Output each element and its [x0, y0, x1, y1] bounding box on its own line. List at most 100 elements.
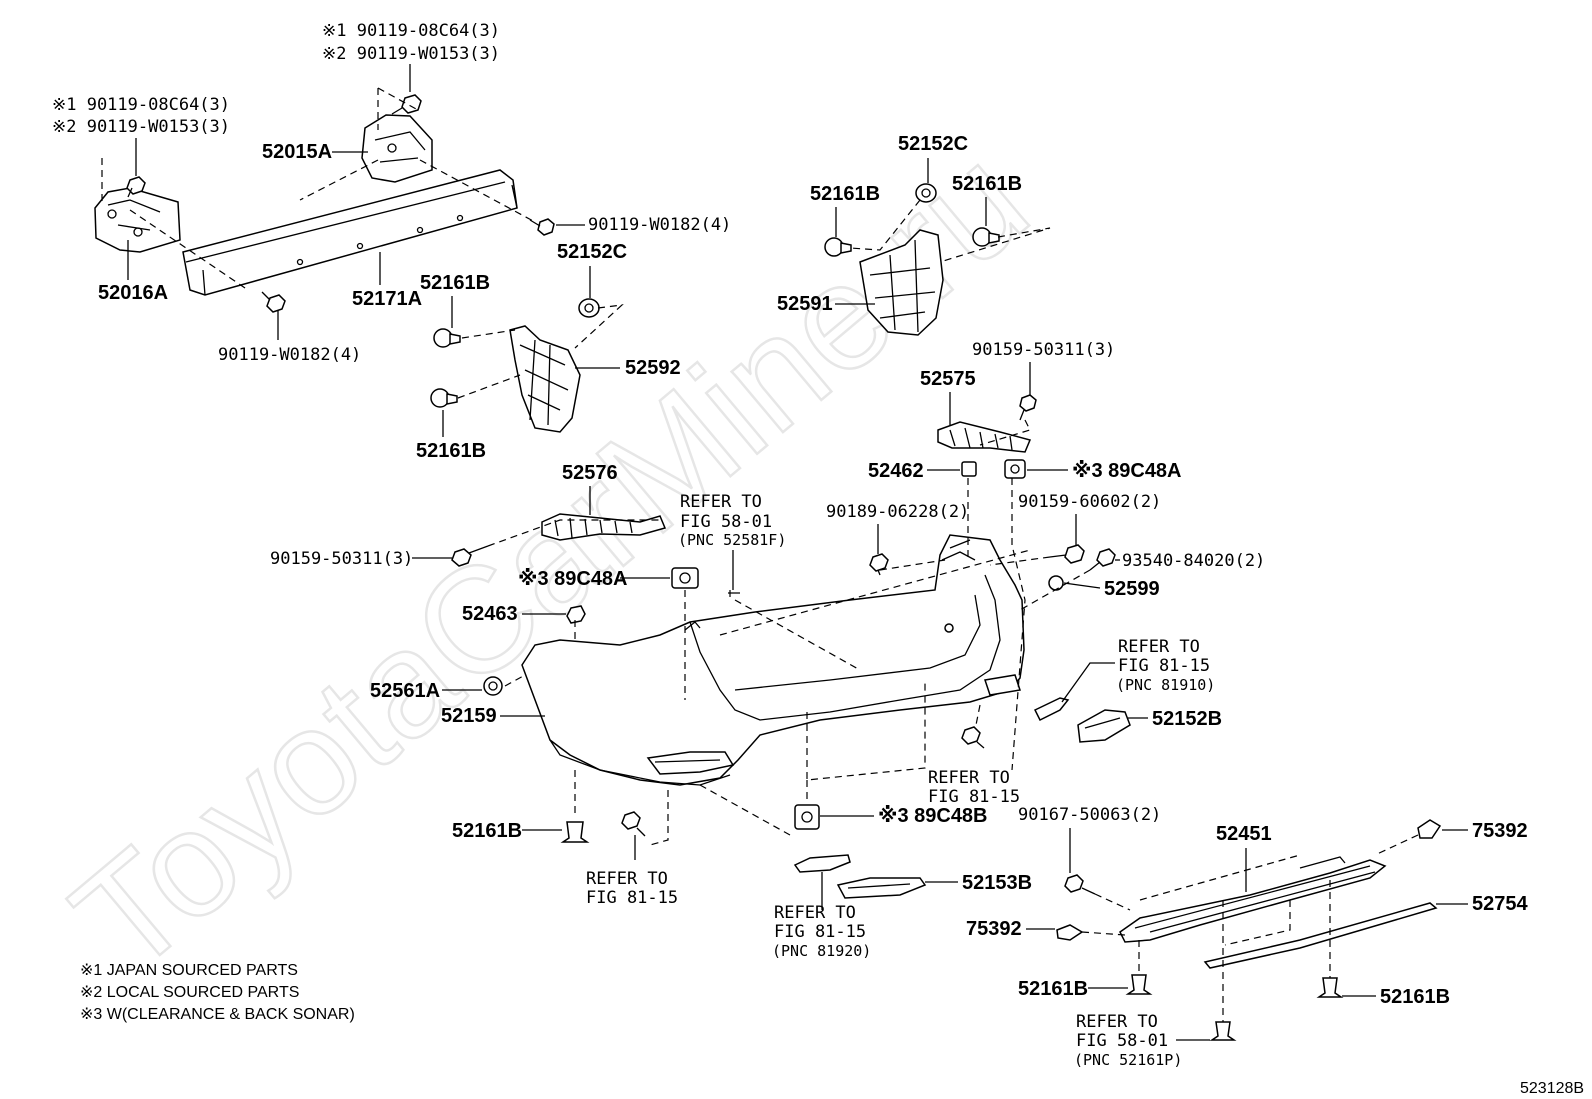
reflector-52153B[interactable] — [836, 877, 927, 899]
nut-icon — [566, 605, 586, 624]
refer-58-01-a-line2: FIG 58-01 — [680, 512, 772, 532]
label-52462: 52462 — [868, 460, 924, 482]
reflector-52152B[interactable] — [1077, 709, 1131, 743]
clip-icon — [1125, 974, 1153, 995]
label-52561A: 52561A — [370, 680, 440, 702]
label-52161B-b: 52161B — [416, 440, 486, 462]
note-clearance-sonar: ※3 W(CLEARANCE & BACK SONAR) — [80, 1006, 355, 1023]
clip-icon — [433, 328, 461, 348]
moulding-52754[interactable] — [1203, 902, 1438, 969]
bracket-right-52015A[interactable] — [361, 114, 433, 183]
clip-icon — [972, 227, 1000, 247]
refer-58-01-b-line3: (PNC 52161P) — [1074, 1051, 1182, 1069]
label-52161B-e: 52161B — [452, 820, 522, 842]
label-90119-W0182-bottom: 90119-W0182(4) — [218, 345, 361, 365]
label-52575: 52575 — [920, 368, 976, 390]
label-52016A: 52016A — [98, 282, 168, 304]
label-52591: 52591 — [777, 293, 833, 315]
lower-garnish-52451[interactable] — [1119, 856, 1387, 943]
reinforcement-beam-52171A[interactable] — [182, 169, 518, 296]
label-52592: 52592 — [625, 357, 681, 379]
label-bolt-left-jp: ※1 90119-08C64(3) — [52, 95, 230, 115]
refer-81-15-a-line2: FIG 81-15 — [1118, 656, 1210, 676]
screw-icon — [869, 553, 889, 576]
screw-icon — [451, 545, 489, 567]
side-bracket-52592[interactable] — [509, 325, 581, 433]
clip-icon — [1056, 924, 1084, 941]
label-52161B-g: 52161B — [1380, 986, 1450, 1008]
label-52015A: 52015A — [262, 141, 332, 163]
clip-icon — [1417, 819, 1442, 839]
label-75392-left: 75392 — [966, 918, 1022, 940]
label-89C48A-right: ※3 89C48A — [1072, 460, 1182, 482]
label-90167-50063: 90167-50063(2) — [1018, 805, 1161, 825]
reflector-right[interactable] — [793, 854, 851, 873]
refer-81-15-d-line3: (PNC 81920) — [772, 942, 871, 960]
screw-icon — [1064, 874, 1096, 895]
clip-nut-icon — [671, 567, 699, 589]
clip-icon — [483, 676, 503, 696]
refer-58-01-b-line1: REFER TO — [1076, 1012, 1158, 1032]
bracket-left-52016A[interactable] — [94, 187, 181, 253]
refer-81-15-c-line1: REFER TO — [586, 869, 668, 889]
clip-icon — [430, 388, 458, 408]
refer-81-15-a-line3: (PNC 81910) — [1116, 676, 1215, 694]
screw-icon — [621, 811, 646, 837]
refer-58-01-a-line1: REFER TO — [680, 492, 762, 512]
bolt-icon — [126, 176, 146, 198]
nut-icon — [1048, 575, 1064, 591]
clip-icon — [1316, 977, 1344, 998]
reflector-left[interactable] — [1033, 697, 1070, 722]
label-52576: 52576 — [562, 462, 618, 484]
screw-icon — [1019, 394, 1037, 421]
bolt-icon — [529, 218, 555, 236]
note-local-sourced: ※2 LOCAL SOURCED PARTS — [80, 984, 299, 1001]
bumper-cover-52159[interactable] — [521, 534, 1025, 786]
label-bolt-left-local: ※2 90119-W0153(3) — [52, 117, 230, 137]
nut-icon — [578, 298, 600, 318]
retainer-52575[interactable] — [937, 421, 1032, 453]
side-bracket-52591[interactable] — [859, 229, 944, 336]
bolt-icon — [391, 94, 422, 115]
clip-nut-icon — [1004, 459, 1026, 479]
label-52599: 52599 — [1104, 578, 1160, 600]
label-52152C-b: 52152C — [898, 133, 968, 155]
label-52161B-a: 52161B — [420, 272, 490, 294]
clip-nut-icon — [794, 804, 820, 830]
label-90159-50311-left: 90159-50311(3) — [270, 549, 413, 569]
label-52159: 52159 — [441, 705, 497, 727]
label-52463: 52463 — [462, 603, 518, 625]
refer-58-01-b-line2: FIG 58-01 — [1076, 1031, 1168, 1051]
screw-icon — [1049, 544, 1085, 564]
clip-icon — [824, 237, 852, 257]
label-52153B: 52153B — [962, 872, 1032, 894]
bolt-icon — [261, 291, 286, 313]
label-90159-60602: 90159-60602(2) — [1018, 492, 1161, 512]
refer-81-15-c-line2: FIG 81-15 — [586, 888, 678, 908]
label-52161B-d: 52161B — [952, 173, 1022, 195]
clip-icon — [560, 821, 590, 843]
refer-81-15-d-line2: FIG 81-15 — [774, 922, 866, 942]
label-bolt-upper-jp: ※1 90119-08C64(3) — [322, 21, 500, 41]
refer-81-15-b-line2: FIG 81-15 — [928, 787, 1020, 807]
clip-icon — [1209, 1021, 1237, 1041]
label-89C48B: ※3 89C48B — [878, 805, 988, 827]
nut-icon — [915, 183, 937, 203]
label-75392-right: 75392 — [1472, 820, 1528, 842]
nut-icon — [961, 461, 977, 477]
label-52161B-f: 52161B — [1018, 978, 1088, 1000]
label-90159-50311-right: 90159-50311(3) — [972, 340, 1115, 360]
label-90119-W0182-right: 90119-W0182(4) — [588, 215, 731, 235]
note-japan-sourced: ※1 JAPAN SOURCED PARTS — [80, 962, 298, 979]
label-52171A: 52171A — [352, 288, 422, 310]
refer-81-15-d-line1: REFER TO — [774, 903, 856, 923]
refer-81-15-a-line1: REFER TO — [1118, 637, 1200, 657]
label-52161B-c: 52161B — [810, 183, 880, 205]
screw-icon — [961, 726, 985, 749]
label-93540-84020: 93540-84020(2) — [1122, 551, 1265, 571]
label-89C48A-left: ※3 89C48A — [518, 568, 628, 590]
label-bolt-upper-local: ※2 90119-W0153(3) — [322, 44, 500, 64]
label-52754: 52754 — [1472, 893, 1528, 915]
